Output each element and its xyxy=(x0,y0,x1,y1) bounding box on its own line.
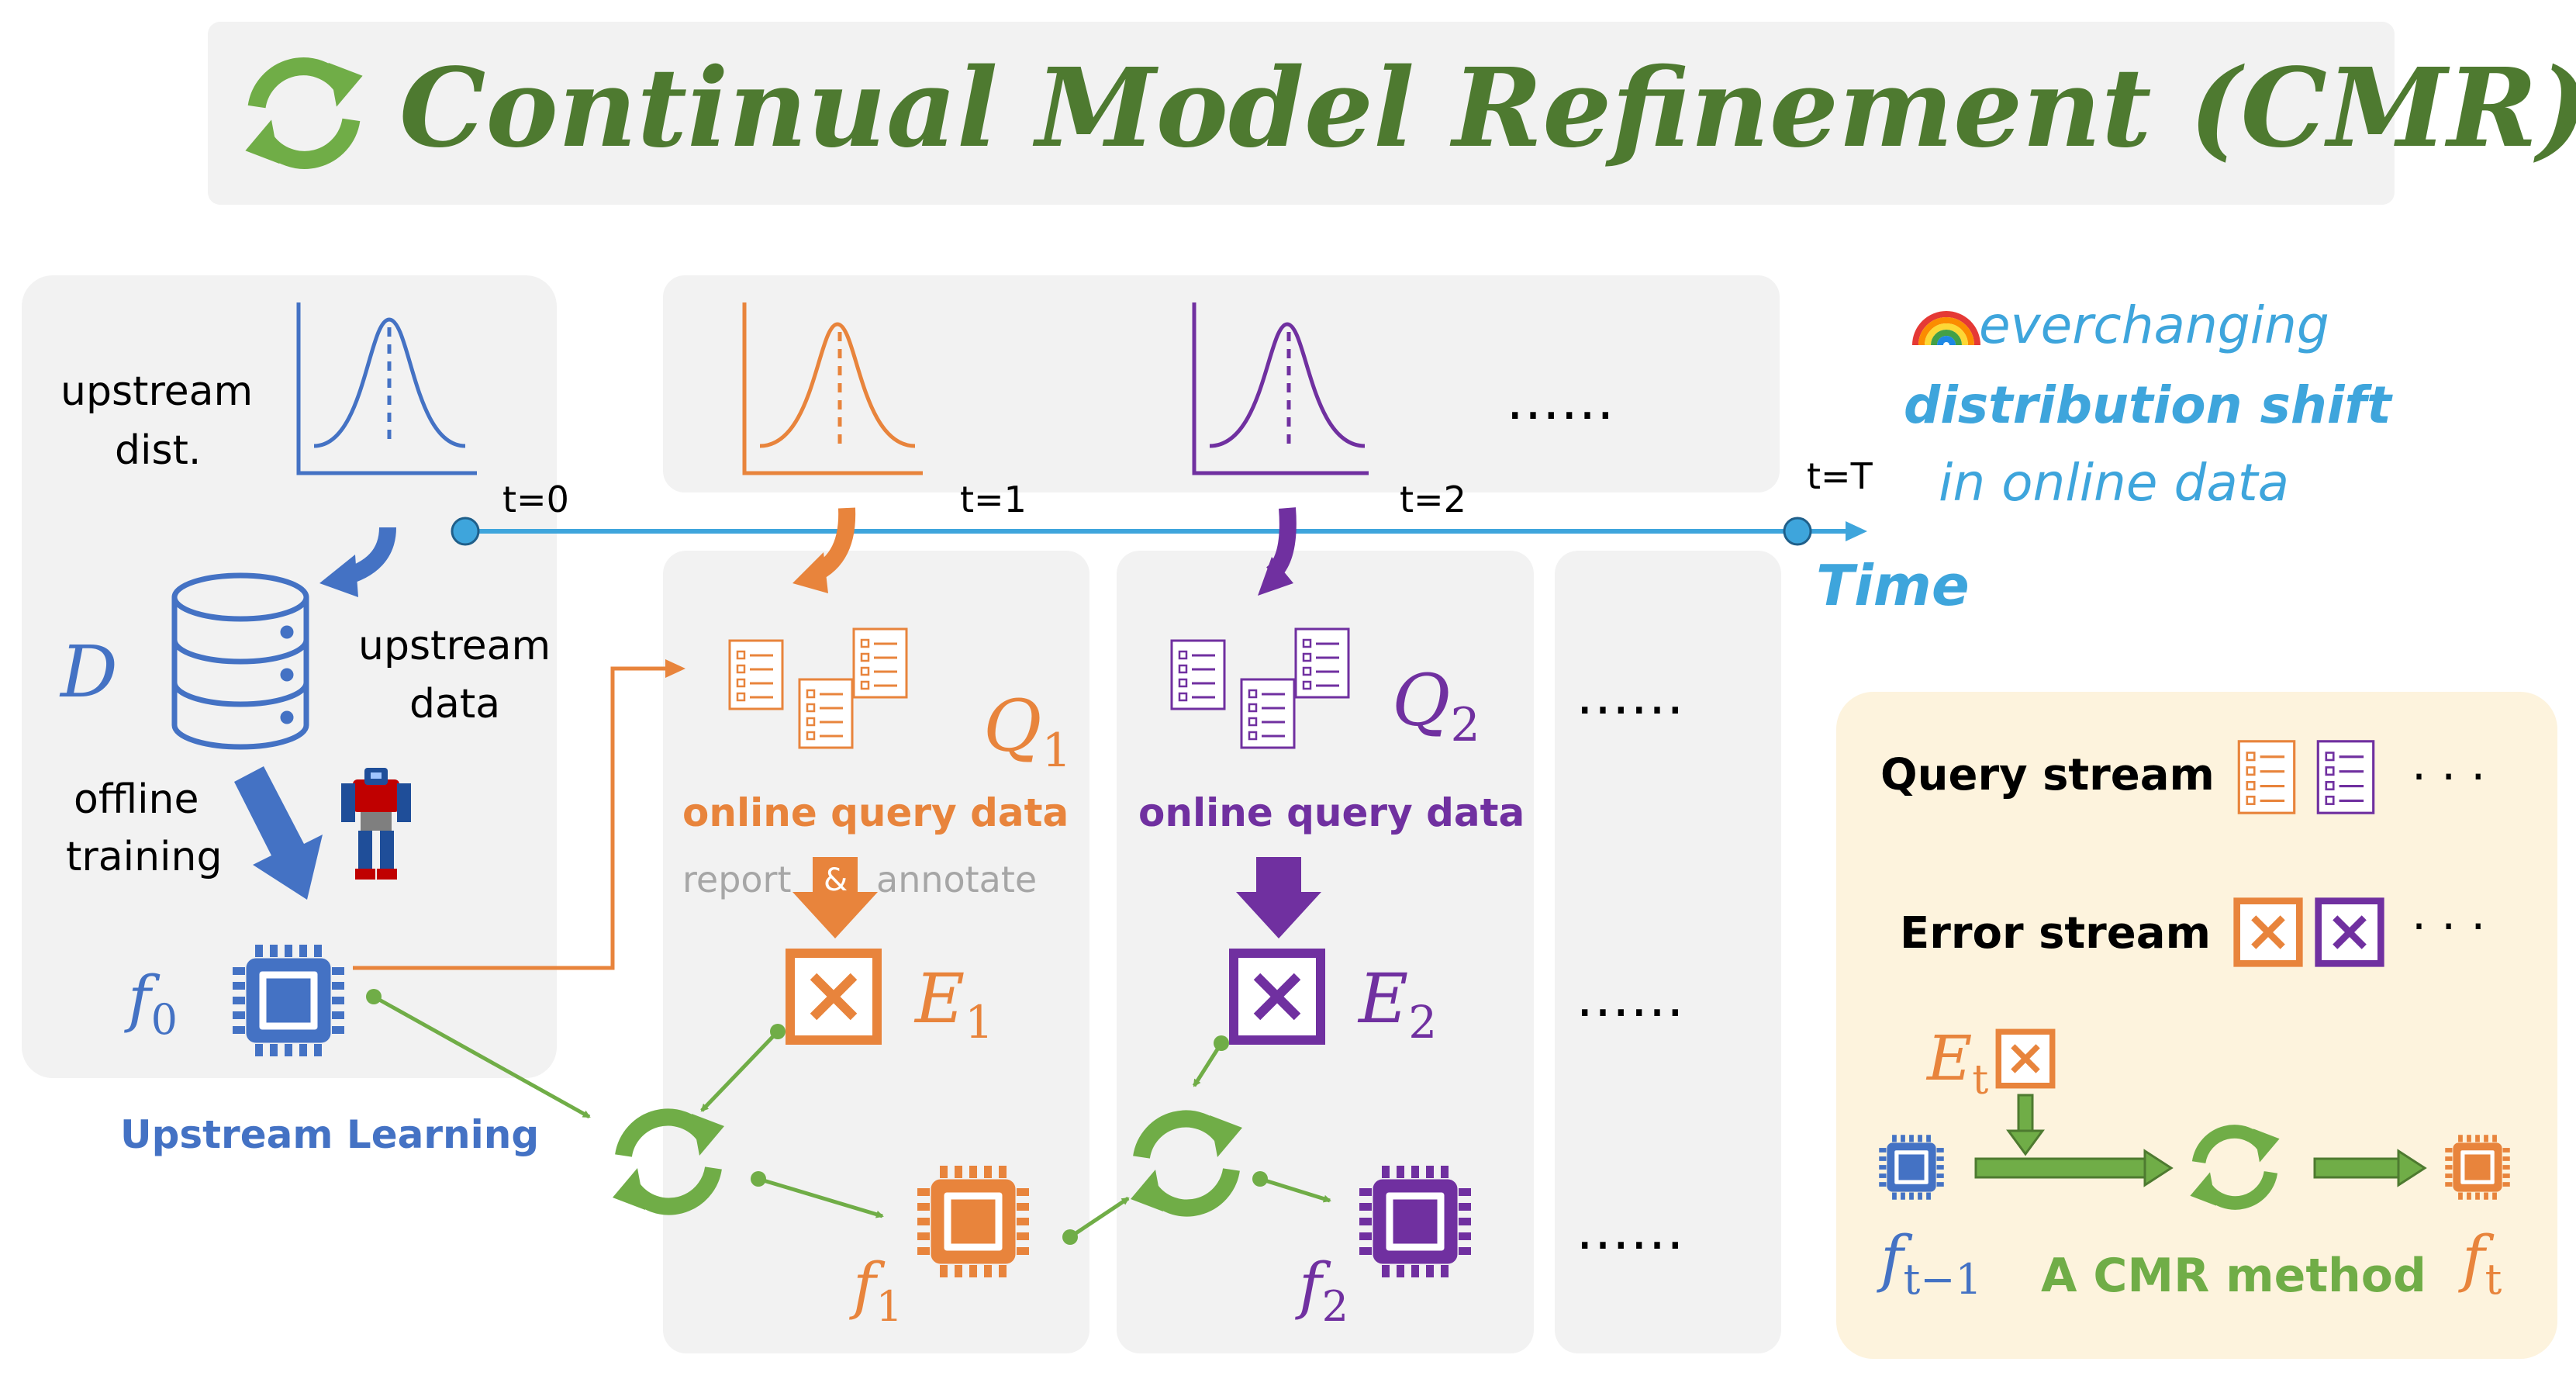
legend-arrow-out xyxy=(2313,1149,2427,1187)
title-banner: Continual Model Refinement (CMR) xyxy=(208,22,2576,205)
query-q1-label: Q1 xyxy=(983,685,1072,778)
legend-error-et-label: Et xyxy=(1925,1022,1988,1104)
legend-query-dots: · · · xyxy=(2412,750,2485,804)
model-f0-label: f0 xyxy=(124,963,178,1044)
timeline xyxy=(451,517,1867,546)
distribution-plot-t1 xyxy=(742,302,923,475)
legend-error-stream-label: Error stream xyxy=(1900,908,2211,959)
query-q2-label: Q2 xyxy=(1392,659,1480,752)
shift-note-line1: everchanging xyxy=(1979,296,2329,355)
rainbow-icon xyxy=(1912,311,1980,346)
legend-query-stream-label: Query stream xyxy=(1880,750,2215,800)
green-flow-dots xyxy=(366,989,1268,1245)
model-f2-label: f2 xyxy=(1295,1249,1348,1331)
annotate-label: annotate xyxy=(876,859,1037,900)
legend-error-orange-icon xyxy=(2237,901,2300,964)
robot-icon xyxy=(341,768,411,880)
more-steps-panel xyxy=(1555,551,1781,1353)
legend-model-next-label: ft xyxy=(2458,1222,2502,1304)
ellipsis-row-3: …… xyxy=(1576,1198,1684,1262)
annotate-arrow-step1 xyxy=(792,857,878,938)
model-f1-chip-icon xyxy=(917,1166,1029,1277)
online-query-label-step2: online query data xyxy=(1138,790,1525,835)
error-e1-label: E1 xyxy=(913,959,993,1049)
distribution-plot-t2 xyxy=(1192,302,1369,475)
upstream-dist-label-2: dist. xyxy=(115,427,201,474)
legend-panel xyxy=(1836,692,2557,1359)
shift-note-line3: in online data xyxy=(1939,453,2289,513)
shift-note-line2: distribution shift xyxy=(1904,375,2393,435)
legend-cmr-method-label: A CMR method xyxy=(2041,1249,2426,1303)
ellipsis-row-1: …… xyxy=(1576,663,1684,727)
error-e2-box-icon xyxy=(1234,953,1321,1040)
tick-t2: t=2 xyxy=(1400,479,1466,520)
legend-arrow-in xyxy=(1974,1149,2174,1187)
upstream-data-label: upstream xyxy=(358,623,551,669)
legend-query-doc-orange-icon xyxy=(2237,740,2296,814)
database-icon xyxy=(171,572,309,750)
legend-error-et-icon xyxy=(1998,1032,2052,1085)
upstream-dist-label: upstream xyxy=(60,368,253,415)
ellipsis-row-2: …… xyxy=(1576,966,1684,1029)
f0-to-query-connector xyxy=(353,666,667,970)
annotate-arrow-step2 xyxy=(1236,857,1321,938)
green-flow-lines xyxy=(372,994,1331,1239)
online-query-label-step1: online query data xyxy=(682,790,1069,835)
offline-training-label-2: training xyxy=(66,834,222,880)
timeline-start-dot xyxy=(451,517,480,546)
page-title: Continual Model Refinement (CMR) xyxy=(399,45,2576,172)
dataset-symbol: D xyxy=(59,631,118,714)
offline-training-label: offline xyxy=(74,776,199,823)
upstream-learning-label: Upstream Learning xyxy=(120,1112,539,1157)
upstream-distribution-plot xyxy=(296,302,477,475)
legend-model-prev-chip-icon xyxy=(1879,1135,1944,1200)
legend-error-purple-icon xyxy=(2319,901,2381,964)
timeline-end-dot xyxy=(1783,517,1812,546)
model-f2-chip-icon xyxy=(1359,1166,1471,1277)
time-axis-label: Time xyxy=(1816,553,1970,618)
amp-label: & xyxy=(824,862,848,898)
distribution-ellipsis: …… xyxy=(1506,368,1614,432)
error-e1-box-icon xyxy=(790,953,877,1040)
model-f0-chip-icon xyxy=(233,945,344,1056)
distribution-panel xyxy=(663,275,1780,492)
error-e2-label: E2 xyxy=(1357,959,1437,1049)
tick-tT: t=T xyxy=(1807,455,1873,497)
legend-model-prev-label: ft−1 xyxy=(1877,1222,1982,1304)
legend-query-doc-purple-icon xyxy=(2316,740,2375,814)
legend-down-arrow xyxy=(2006,1094,2045,1156)
legend-model-next-chip-icon xyxy=(2445,1135,2510,1200)
tick-t1: t=1 xyxy=(960,479,1027,520)
report-label: report xyxy=(682,859,792,900)
training-arrow xyxy=(234,766,323,900)
tick-t0: t=0 xyxy=(502,479,569,520)
legend-error-dots: · · · xyxy=(2412,900,2485,954)
upstream-data-label-2: data xyxy=(409,681,500,728)
